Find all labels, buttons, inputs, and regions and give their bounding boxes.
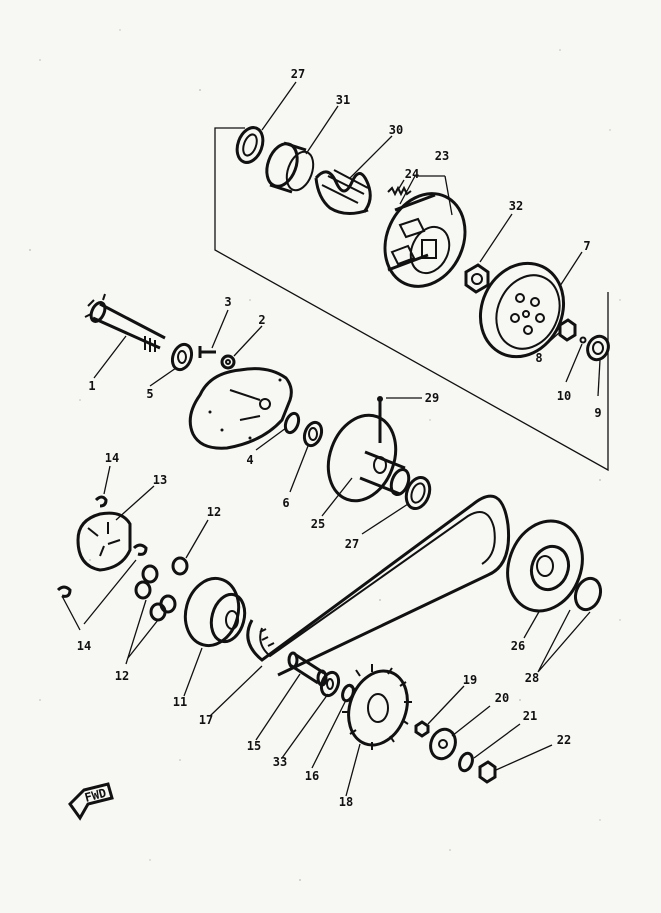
callout-11: 11 bbox=[173, 695, 187, 709]
callout-29: 29 bbox=[425, 391, 439, 405]
callouts: 27 31 30 23 24 32 7 3 2 1 5 8 10 9 29 4 … bbox=[77, 67, 602, 809]
part-25-sliding-sheave bbox=[326, 413, 411, 503]
part-20-plate bbox=[429, 727, 457, 761]
callout-19: 19 bbox=[463, 673, 477, 687]
callout-27-upper: 27 bbox=[291, 67, 305, 81]
callout-25: 25 bbox=[311, 517, 325, 531]
callout-9: 9 bbox=[594, 406, 601, 420]
callout-8: 8 bbox=[535, 351, 542, 365]
callout-30: 30 bbox=[389, 123, 403, 137]
paper-texture bbox=[29, 29, 621, 881]
part-14-clip-upper bbox=[94, 495, 108, 508]
callout-20: 20 bbox=[495, 691, 509, 705]
part-33-washer bbox=[319, 670, 341, 698]
part-12-rollers bbox=[134, 556, 189, 622]
part-8-nut bbox=[558, 318, 577, 342]
callout-24: 24 bbox=[405, 167, 419, 181]
part-cover bbox=[188, 367, 293, 450]
callout-6: 6 bbox=[282, 496, 289, 510]
part-6-seal bbox=[302, 420, 324, 448]
part-7-clutch-housing bbox=[478, 261, 566, 359]
callout-1: 1 bbox=[88, 379, 95, 393]
callout-27-lower: 27 bbox=[345, 537, 359, 551]
part-32-nut bbox=[464, 263, 490, 294]
callout-26: 26 bbox=[511, 639, 525, 653]
part-15-collar bbox=[287, 651, 328, 687]
callout-22: 22 bbox=[557, 733, 571, 747]
part-26-secondary-sheave bbox=[506, 519, 584, 613]
part-1-shaft bbox=[84, 293, 166, 352]
callout-16: 16 bbox=[305, 769, 319, 783]
assembly-bracket bbox=[214, 127, 609, 472]
callout-13: 13 bbox=[153, 473, 167, 487]
part-17-v-belt bbox=[246, 494, 511, 677]
part-30-spring bbox=[314, 169, 372, 215]
callout-14-lower: 14 bbox=[77, 639, 91, 653]
callout-14-upper: 14 bbox=[105, 451, 119, 465]
callout-28: 28 bbox=[525, 671, 539, 685]
callout-12-upper: 12 bbox=[207, 505, 221, 519]
fwd-arrow-icon: FWD bbox=[68, 782, 114, 821]
callout-2: 2 bbox=[258, 313, 265, 327]
callout-3: 3 bbox=[224, 295, 231, 309]
part-18-fan-sheave bbox=[342, 664, 412, 750]
callout-15: 15 bbox=[247, 739, 261, 753]
callout-17: 17 bbox=[199, 713, 213, 727]
callout-5: 5 bbox=[146, 387, 153, 401]
part-28-seals bbox=[573, 576, 603, 612]
callout-12-lower: 12 bbox=[115, 669, 129, 683]
part-29-pin bbox=[377, 396, 383, 443]
callout-21: 21 bbox=[523, 709, 537, 723]
part-3-bolt bbox=[198, 346, 216, 358]
part-4-washer bbox=[283, 411, 301, 435]
part-13-cam-plate bbox=[76, 511, 132, 572]
part-27-oring-upper bbox=[235, 126, 265, 164]
callout-7: 7 bbox=[583, 239, 590, 253]
callout-10: 10 bbox=[557, 389, 571, 403]
part-22-nut bbox=[478, 760, 497, 784]
part-9-bearing bbox=[586, 334, 610, 362]
leader-lines bbox=[61, 81, 601, 797]
part-19-spacer bbox=[414, 720, 430, 738]
part-23-clutch-carrier bbox=[383, 192, 467, 288]
part-2-washer bbox=[220, 354, 236, 370]
part-5-bearing bbox=[170, 342, 194, 372]
part-27-oring-lower bbox=[404, 476, 432, 510]
callout-18: 18 bbox=[339, 795, 353, 809]
callout-32: 32 bbox=[509, 199, 523, 213]
part-10-pin bbox=[579, 336, 587, 344]
fwd-label: FWD bbox=[83, 786, 108, 805]
callout-31: 31 bbox=[336, 93, 350, 107]
part-14-clips-lower bbox=[56, 543, 148, 598]
callout-23: 23 bbox=[435, 149, 449, 163]
callout-33: 33 bbox=[273, 755, 287, 769]
part-11-primary-sheave bbox=[183, 576, 247, 648]
callout-4: 4 bbox=[246, 453, 253, 467]
part-21-washer bbox=[458, 751, 474, 773]
